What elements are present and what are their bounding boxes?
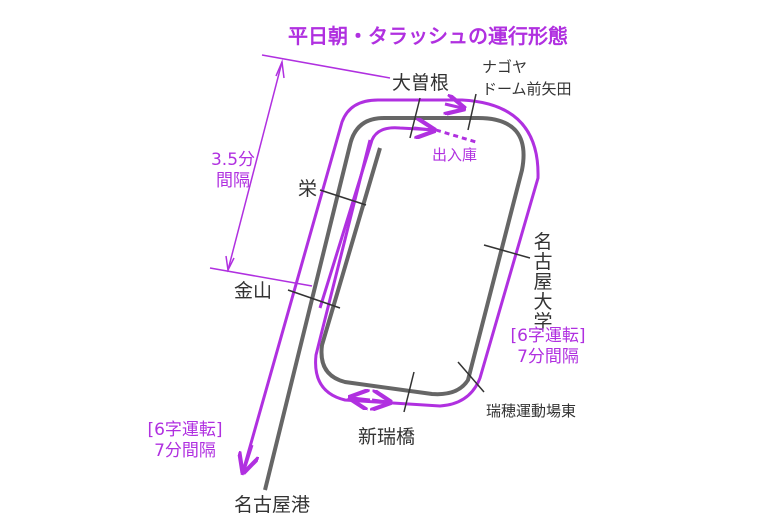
arrow-bottom-2 xyxy=(372,400,388,402)
tick-shin-mizuhashi xyxy=(403,371,415,413)
meijo-char-1: 古 xyxy=(533,251,553,273)
tick-sakae xyxy=(319,189,367,206)
service-line-inner xyxy=(318,126,437,309)
station-shin-mizuhashi: 新瑞橋 xyxy=(358,426,416,448)
station-nagoya-dome-1: ナゴヤ xyxy=(482,58,528,76)
tick-ozone xyxy=(409,97,421,139)
diagram-title: 平日朝・タラッシュの運行形態 xyxy=(288,24,568,48)
tick-kanayama xyxy=(287,289,341,309)
interval-bracket-top xyxy=(261,54,391,79)
interval-arrow-head-bottom xyxy=(225,255,235,273)
interval-arrow-line xyxy=(227,61,283,271)
interval-arrow-head-top xyxy=(275,59,285,79)
interval-left-line1: 3.5分 xyxy=(210,150,256,170)
service-line-outer xyxy=(240,98,540,476)
meijo-char-4: 学 xyxy=(533,311,553,333)
interval-left-line2: 間隔 xyxy=(216,171,250,191)
loop-note-line1: [6字運転] xyxy=(510,326,586,346)
meijo-char-2: 屋 xyxy=(533,271,553,293)
loop-note: [6字運転] 7分間隔 xyxy=(488,326,608,368)
interval-bracket-bottom xyxy=(209,267,313,287)
arrow-bottom xyxy=(352,398,371,400)
arrow-top-inner xyxy=(413,128,432,130)
station-mizuho-undojo-higashi: 瑞穂運動場東 xyxy=(486,402,577,420)
depot-connector xyxy=(435,128,477,144)
arrow-top xyxy=(445,104,462,108)
tick-mizuho xyxy=(457,361,485,393)
depot-label: 出入庫 xyxy=(432,146,478,164)
station-nagoyako: 名古屋港 xyxy=(234,494,311,516)
track-line xyxy=(263,116,526,491)
loop-note-line2: 7分間隔 xyxy=(517,347,579,367)
station-sakae: 栄 xyxy=(298,178,318,200)
arrow-branch xyxy=(244,444,252,470)
branch-note-line1: [6字運転] xyxy=(147,420,223,440)
station-meijo-university: 名 古 屋 大 学 xyxy=(532,232,554,332)
station-ozone: 大曽根 xyxy=(392,72,450,94)
interval-left-label: 3.5分 間隔 xyxy=(196,150,270,192)
station-kanayama: 金山 xyxy=(234,280,273,302)
meijo-char-0: 名 xyxy=(533,231,553,253)
meijo-char-3: 大 xyxy=(533,291,553,313)
branch-note: [6字運転] 7分間隔 xyxy=(130,420,240,462)
tick-dome xyxy=(467,93,477,131)
tick-meijo xyxy=(483,244,531,259)
station-nagoya-dome-2: ドーム前矢田 xyxy=(482,80,572,98)
branch-note-line2: 7分間隔 xyxy=(154,441,216,461)
